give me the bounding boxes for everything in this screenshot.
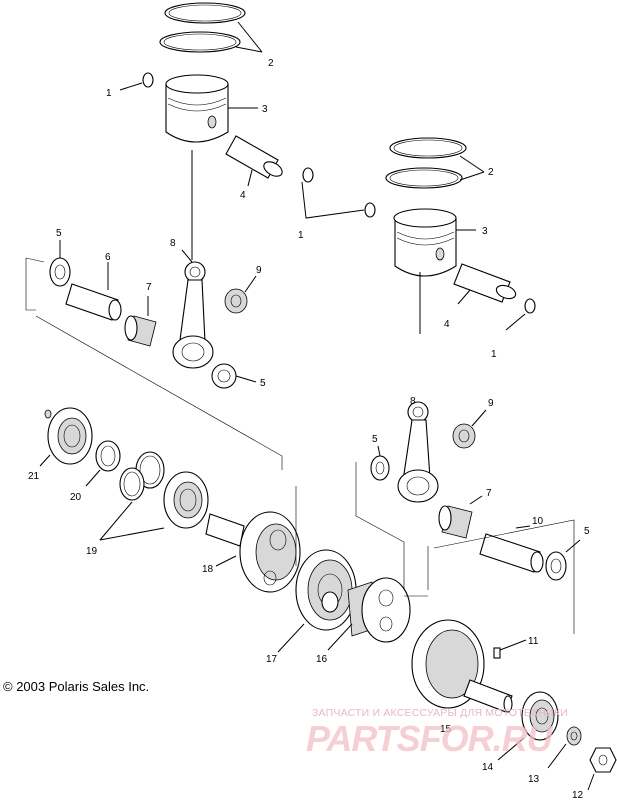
callout-16: 16 <box>316 654 328 665</box>
crank-end-right <box>411 619 513 713</box>
callout-2: 2 <box>488 167 494 178</box>
piston-right <box>393 208 476 277</box>
leader-lines-right <box>355 462 575 634</box>
thrust-washer-left-b <box>211 363 257 389</box>
thrust-washer-left-a <box>49 240 71 287</box>
callout-21: 21 <box>28 471 40 482</box>
callout-1: 1 <box>491 349 497 360</box>
watermark-logo: PARTSFOR.RU <box>306 718 553 759</box>
callout-1: 1 <box>298 230 304 241</box>
main-bearing-left <box>39 407 93 467</box>
callout-7: 7 <box>486 488 492 499</box>
snap-rings <box>99 451 165 541</box>
circlip-left-top <box>119 72 154 91</box>
needle-bearing-right-big <box>438 495 483 539</box>
callout-5: 5 <box>372 434 378 445</box>
callout-1: 1 <box>106 88 112 99</box>
crank-pin-left <box>65 262 122 321</box>
callout-11: 11 <box>528 636 539 647</box>
callout-9: 9 <box>256 265 262 276</box>
main-bearing-center <box>163 471 209 529</box>
crank-center-wheel <box>277 549 357 653</box>
needle-bearing-right-small <box>452 409 487 449</box>
copyright-notice: © 2003 Polaris Sales Inc. <box>3 679 150 694</box>
circlip-left-lower <box>301 167 376 219</box>
crank-half-left <box>205 511 301 593</box>
callout-4: 4 <box>444 319 450 330</box>
thrust-washer-right-b <box>545 539 581 581</box>
piston-pin-left <box>225 135 283 187</box>
needle-bearing-left-small <box>224 275 257 314</box>
piston-left <box>165 74 258 143</box>
connecting-rod-left <box>172 150 214 369</box>
callout-9: 9 <box>488 398 494 409</box>
main-bearing-right <box>497 691 559 761</box>
callout-15: 15 <box>440 724 452 735</box>
needle-bearing-left-big <box>124 296 157 347</box>
callout-8: 8 <box>170 238 176 249</box>
washer-13 <box>547 726 582 769</box>
callout-5: 5 <box>584 526 590 537</box>
callout-20: 20 <box>70 492 82 503</box>
callout-2: 2 <box>268 58 274 69</box>
leader-lines-bottom <box>295 486 428 597</box>
crank-half-right <box>327 577 411 651</box>
connecting-rod-right <box>397 272 439 503</box>
crank-pin-right <box>479 525 544 573</box>
callout-6: 6 <box>105 252 111 263</box>
nut-12 <box>587 747 617 791</box>
thrust-washer-right-a <box>370 445 390 481</box>
callout-12: 12 <box>572 790 584 801</box>
watermark-tagline: ЗАПЧАСТИ И АКСЕССУАРЫ ДЛЯ МОТОТЕХНИКИ <box>312 707 568 719</box>
callout-5: 5 <box>260 378 266 389</box>
leader-lines-left <box>25 257 283 470</box>
callout-4: 4 <box>240 190 246 201</box>
callout-19: 19 <box>86 546 98 557</box>
callout-18: 18 <box>202 564 214 575</box>
spacer-ring <box>85 440 121 487</box>
piston-rings-left <box>159 2 263 53</box>
piston-rings-right <box>385 137 485 189</box>
woodruff-key <box>493 639 527 659</box>
callout-7: 7 <box>146 282 152 293</box>
callout-3: 3 <box>482 226 488 237</box>
callout-labels: 1 1 1 2 2 3 3 4 4 5 5 5 5 6 7 7 8 8 9 9 … <box>28 58 590 801</box>
callout-8: 8 <box>410 396 416 407</box>
callout-5: 5 <box>56 228 62 239</box>
callout-17: 17 <box>266 654 278 665</box>
callout-14: 14 <box>482 762 494 773</box>
piston-pin-right <box>453 263 517 305</box>
callout-3: 3 <box>262 104 268 115</box>
callout-10: 10 <box>532 516 544 527</box>
circlip-right <box>505 298 536 331</box>
callout-13: 13 <box>528 774 540 785</box>
